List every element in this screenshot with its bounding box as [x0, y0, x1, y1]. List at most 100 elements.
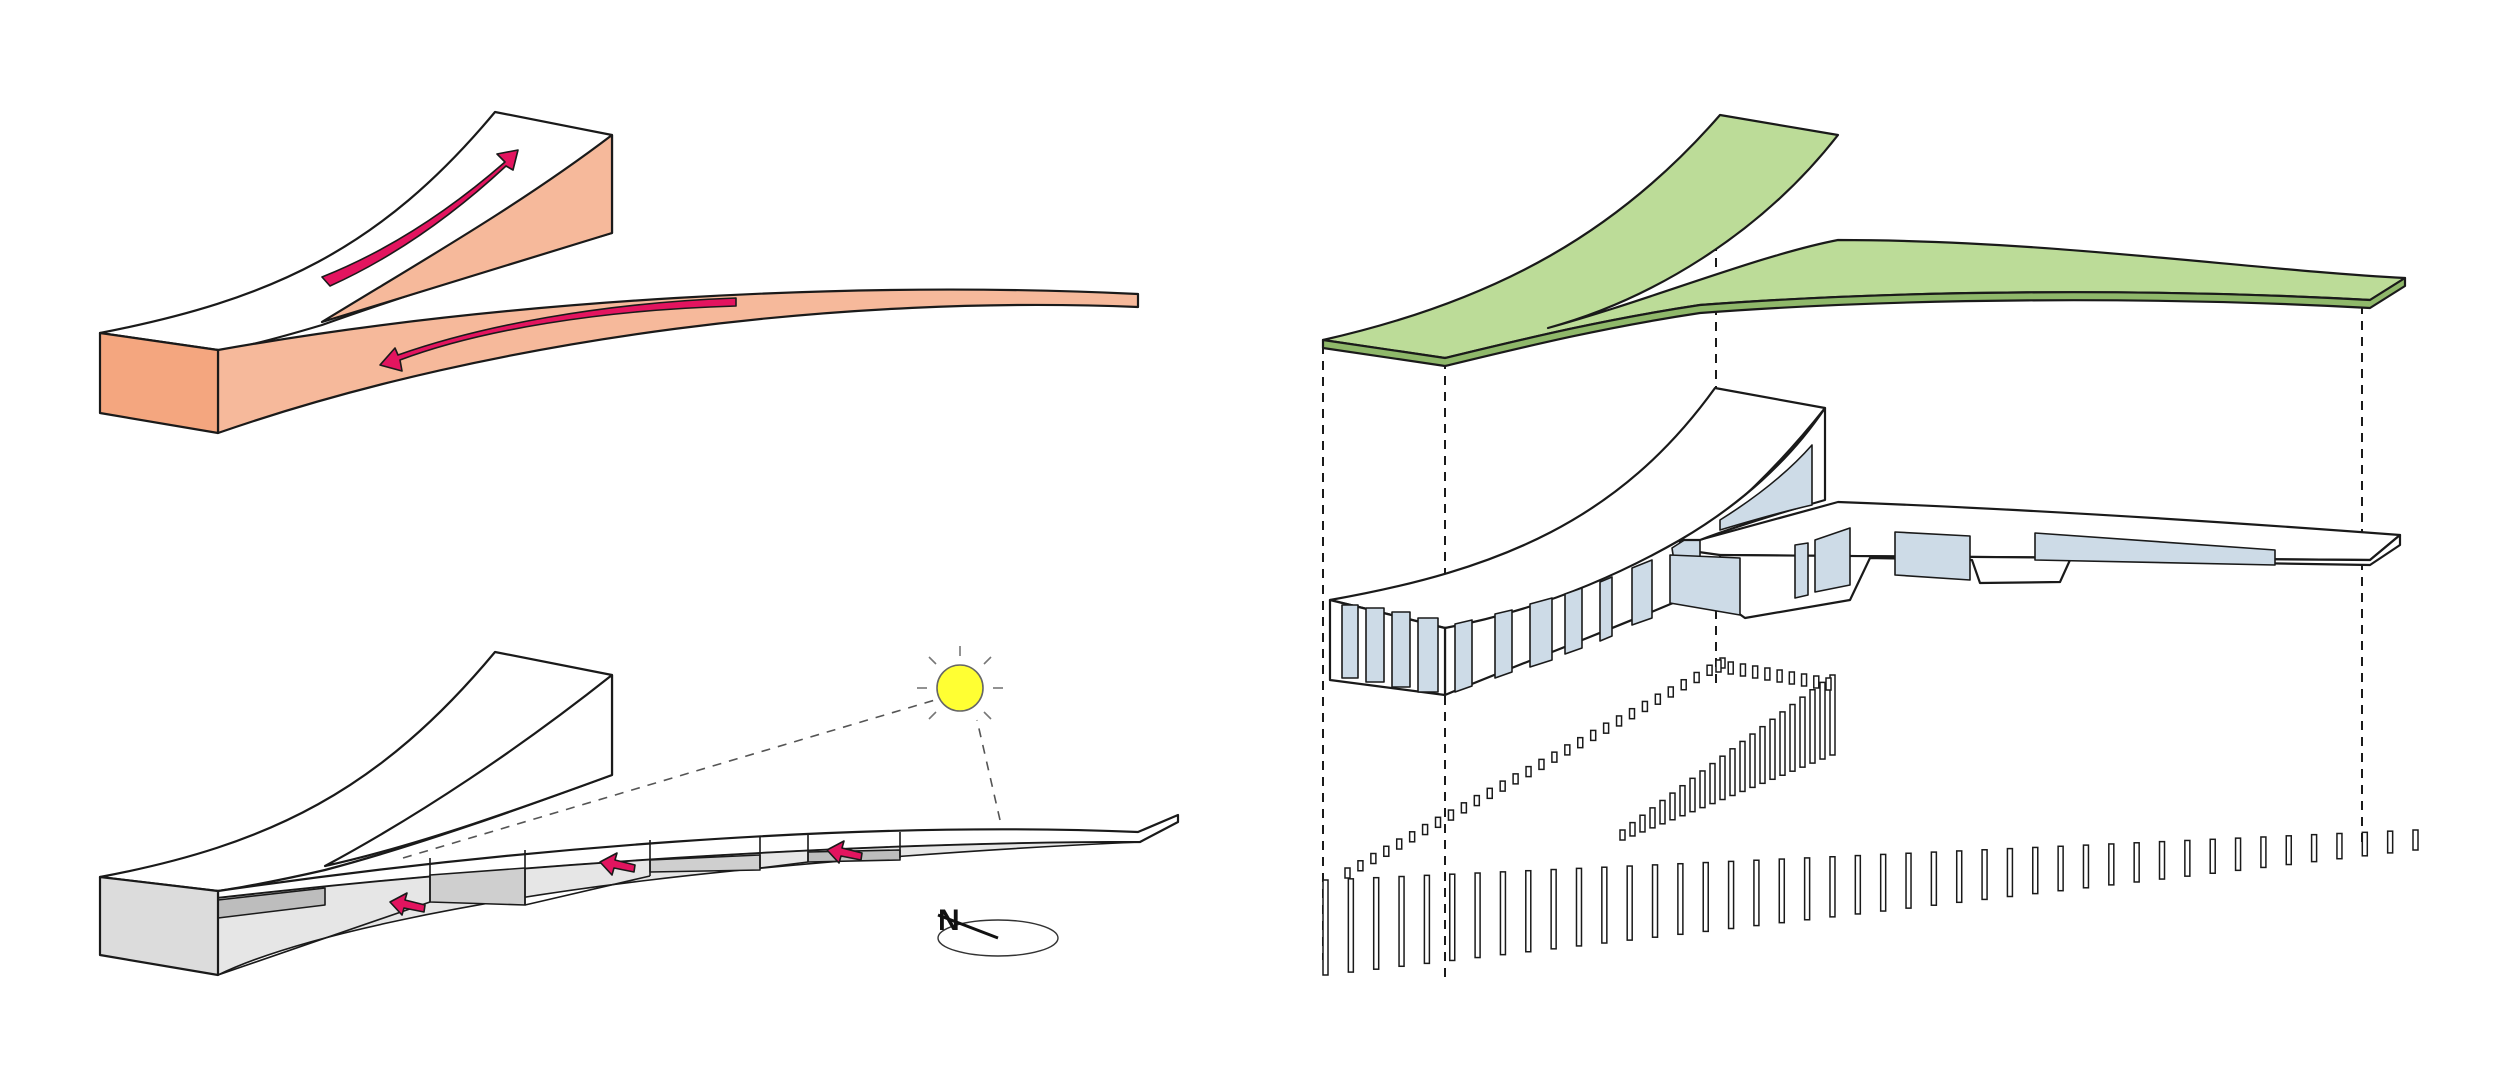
column: [1447, 809, 1455, 821]
column: [1759, 725, 1766, 785]
column: [1499, 780, 1506, 792]
column: [1739, 740, 1746, 793]
column: [1727, 860, 1735, 930]
column: [1819, 681, 1826, 760]
column: [1809, 689, 1816, 764]
column: [2133, 842, 2140, 883]
column: [1639, 814, 1646, 833]
column: [1693, 671, 1700, 684]
column: [1813, 675, 1820, 689]
column: [1398, 875, 1405, 968]
column: [2082, 844, 2090, 889]
column: [1753, 859, 1760, 927]
column: [1739, 663, 1747, 677]
glazing-panels-front: [1341, 604, 1439, 693]
daylight-ramp-side-face: [323, 673, 614, 868]
column: [1699, 770, 1706, 809]
column: [1719, 755, 1726, 801]
column: [1383, 845, 1390, 858]
column: [1727, 661, 1734, 675]
column: [1799, 696, 1806, 768]
column: [1448, 873, 1456, 962]
column: [1370, 852, 1377, 865]
column: [1930, 851, 1938, 906]
column: [1421, 823, 1429, 836]
glazing-upper: [1719, 444, 1813, 531]
column: [1879, 853, 1887, 912]
column: [2032, 846, 2039, 895]
column: [1395, 838, 1403, 850]
column: [1854, 854, 1862, 915]
column: [1751, 665, 1759, 679]
column: [1789, 703, 1796, 772]
column: [2310, 833, 2318, 863]
column: [2386, 830, 2394, 854]
column: [1628, 707, 1636, 720]
column: [1577, 736, 1584, 749]
massing-front-face: [98, 331, 220, 435]
column: [1659, 799, 1666, 825]
column: [1778, 858, 1786, 924]
column: [1347, 878, 1355, 973]
column: [1601, 866, 1608, 944]
column: [1550, 868, 1557, 950]
column: [1829, 855, 1836, 918]
column: [1408, 831, 1416, 843]
structural-columns-layer: [1322, 657, 2419, 976]
circulation-arrow-icon: [599, 852, 636, 876]
column: [1615, 715, 1623, 727]
column: [2412, 829, 2419, 851]
column: [1800, 673, 1808, 687]
column: [1589, 729, 1597, 742]
column: [1679, 784, 1686, 817]
green-roof-edge: [1321, 276, 2407, 368]
column: [1322, 879, 1329, 976]
column: [1357, 860, 1364, 872]
column: [1769, 718, 1776, 781]
column: [1715, 659, 1722, 673]
green-roof-layer: [1321, 113, 2407, 368]
volume-long-wing-facade: [1718, 533, 2402, 620]
column: [1460, 802, 1468, 814]
column: [1602, 722, 1610, 734]
sun-ray-line: [402, 699, 936, 859]
circulation-arrow-icon: [826, 840, 863, 864]
massing-ramp-side-face: [320, 133, 614, 324]
daylight-bay-diagonals: [217, 861, 809, 976]
column: [1829, 674, 1836, 756]
column: [1905, 852, 1912, 909]
column: [1474, 872, 1481, 959]
column: [2057, 845, 2064, 892]
circulation-massing-panel: [98, 110, 1140, 435]
circulation-arrow-icon: [321, 149, 519, 287]
column: [1525, 765, 1532, 778]
column: [1564, 744, 1571, 756]
column: [2361, 831, 2369, 857]
column: [1575, 867, 1583, 947]
column: [1680, 678, 1687, 691]
column: [2260, 836, 2267, 869]
sun-daylight-massing-panel: N: [98, 646, 1180, 977]
column: [1749, 733, 1756, 789]
column: [1473, 794, 1481, 807]
column: [1776, 669, 1783, 683]
daylight-front-face: [98, 875, 220, 977]
column: [1709, 762, 1716, 805]
column: [1654, 693, 1662, 705]
exploded-axonometric-panel: [1321, 113, 2419, 980]
column: [1706, 664, 1713, 676]
column: [1689, 777, 1696, 813]
column: [2285, 835, 2293, 866]
column: [2234, 837, 2242, 872]
north-label: N: [938, 904, 960, 937]
column: [1764, 667, 1771, 681]
building-volume-layer: [1328, 386, 2402, 697]
green-roof-slab: [1321, 113, 2407, 360]
column: [1486, 787, 1493, 800]
column: [1788, 671, 1796, 685]
glazing-panels-long: [1669, 527, 2276, 616]
column: [1344, 867, 1351, 879]
column: [2108, 843, 2115, 886]
